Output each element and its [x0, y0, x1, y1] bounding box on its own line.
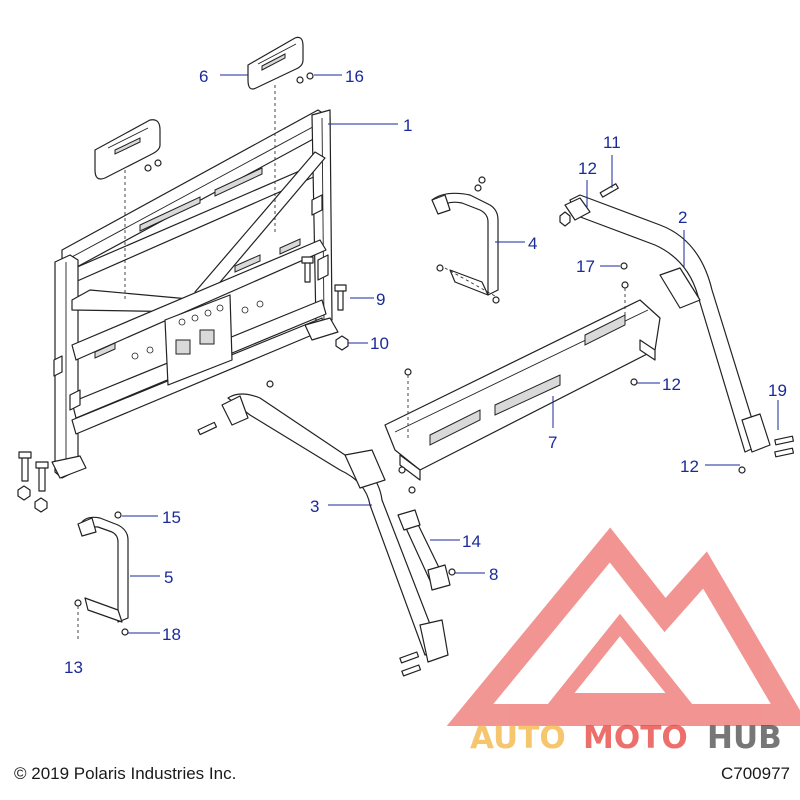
callout-15: 15: [162, 508, 181, 527]
grab-handle-5-hardware: [74, 511, 129, 636]
callout-13: 13: [64, 658, 83, 677]
grab-handle-hardware: [436, 176, 500, 304]
part-6-headrest-left: [94, 119, 161, 180]
roll-bar-3-hardware: [197, 380, 422, 677]
callout-18: 18: [162, 625, 181, 644]
callout-7: 7: [548, 433, 557, 452]
frame-bottom-hardware: [17, 451, 49, 513]
part-7-rear-panel: [384, 299, 661, 481]
callout-leaders: [122, 74, 779, 634]
callout-5: 5: [164, 568, 173, 587]
part-10-nut: [335, 335, 349, 351]
brand-text-auto: AUTO: [470, 720, 566, 756]
roll-bar-2-hardware: [559, 183, 795, 474]
callout-9: 9: [376, 290, 385, 309]
callout-17: 17: [576, 257, 595, 276]
callout-19: 19: [768, 381, 787, 400]
part-14-bracket: [397, 509, 451, 591]
callout-16: 16: [345, 67, 364, 86]
callout-12-mid: 12: [662, 375, 681, 394]
drawing-id: C700977: [720, 764, 790, 783]
part-5-grab-handle: [77, 516, 129, 623]
callout-4: 4: [528, 234, 537, 253]
part-4-grab-handle: [431, 192, 499, 296]
callout-14: 14: [462, 532, 481, 551]
copyright-text: © 2019 Polaris Industries Inc.: [14, 764, 237, 783]
callout-3: 3: [310, 497, 319, 516]
callout-12-right: 12: [680, 457, 699, 476]
part-9-bolt: [301, 256, 347, 311]
callout-6: 6: [199, 67, 208, 86]
callout-1: 1: [403, 116, 412, 135]
callout-11: 11: [603, 133, 621, 152]
panel-hardware: [398, 281, 638, 494]
watermark-brand-text: AUTO MOTO HUB: [470, 720, 782, 756]
watermark-logo: [446, 527, 800, 726]
brand-text-moto: MOTO: [583, 720, 688, 756]
part-6-headrest-right: [247, 36, 304, 90]
callout-labels: 6 16 1 9 10 11 12 2 4 17 12 7 19 12 3 14…: [64, 67, 787, 677]
callout-8: 8: [489, 565, 498, 584]
callout-12-top: 12: [578, 159, 597, 178]
bracket-hardware: [448, 568, 456, 576]
headrest-hardware: [144, 72, 314, 172]
brand-text-hub: HUB: [707, 720, 782, 756]
callout-2: 2: [678, 208, 687, 227]
part-1-rear-frame: [51, 109, 339, 479]
part-2-right-roll-bar: [564, 194, 771, 453]
part-3-left-roll-bar: [221, 393, 449, 663]
callout-10: 10: [370, 334, 389, 353]
